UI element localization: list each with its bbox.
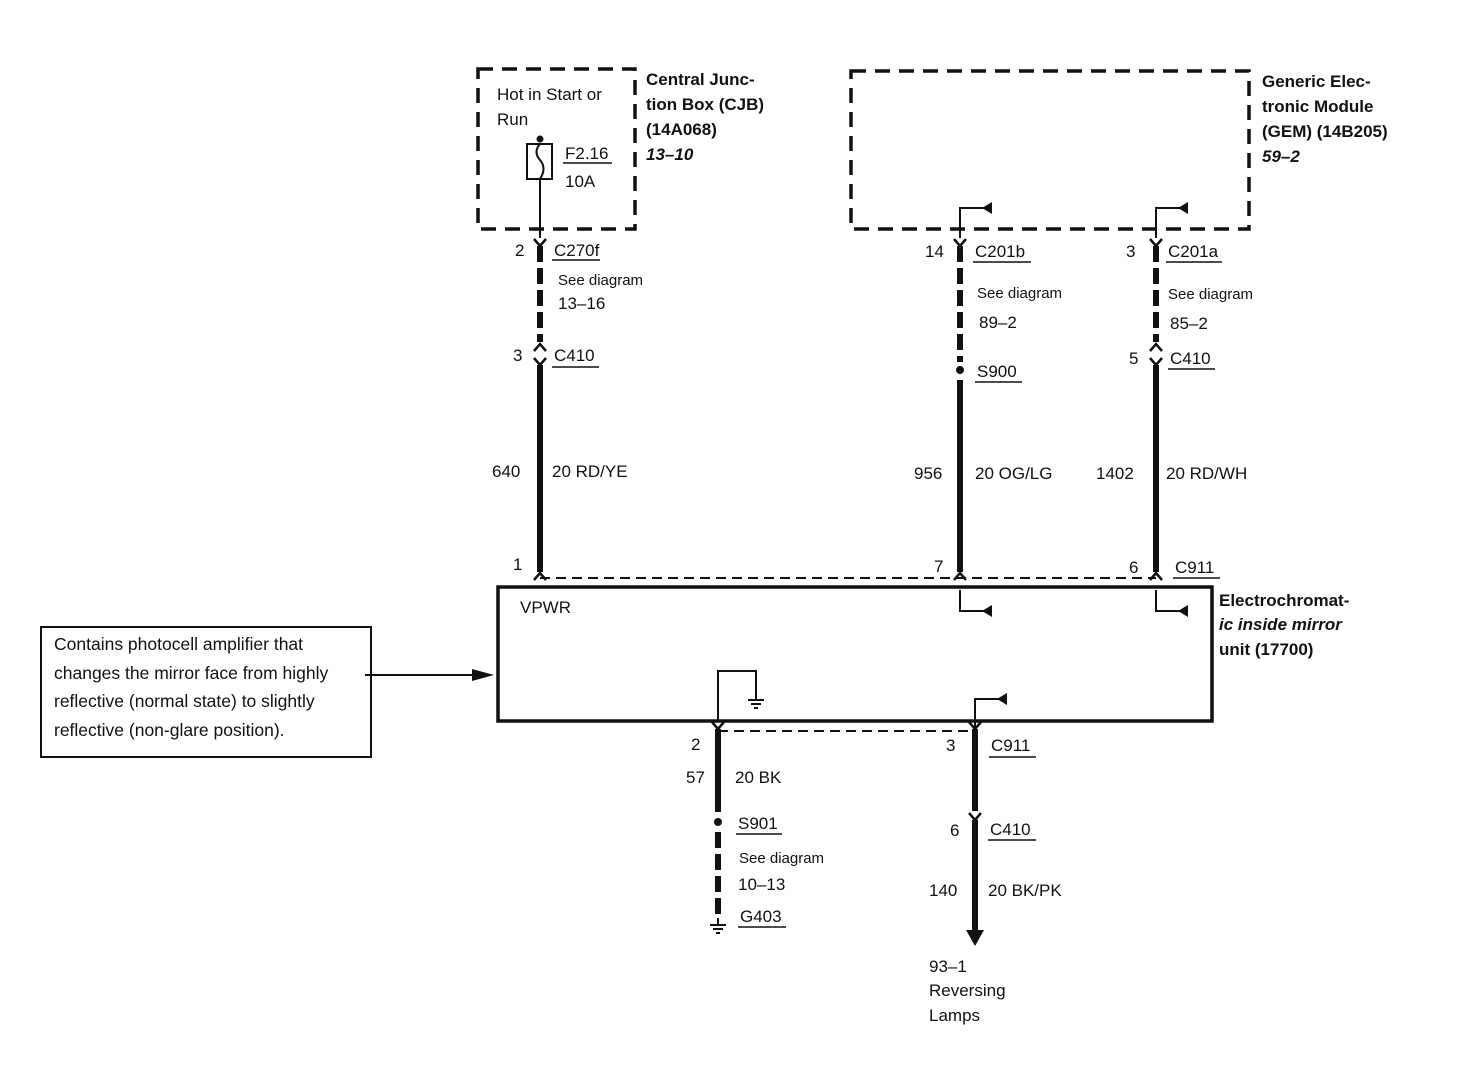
cjb-box [476,67,637,231]
wire-640 [533,179,547,581]
note-box: Contains photocell amplifier that change… [40,626,372,758]
pin-number: 6 [950,821,959,840]
pin-number: 14 [925,242,944,261]
destination-ref: 93–1 [929,957,967,976]
note-arrowhead [472,669,494,681]
see-diagram-ref: 10–13 [738,875,785,894]
wire-57 [711,721,725,918]
destination-label: Lamps [929,1006,980,1025]
pin-number: 7 [934,557,943,576]
gem-box [849,69,1251,231]
see-diagram-label: See diagram [739,850,824,867]
fuse-icon [526,135,553,180]
circuit-number: 956 [914,464,942,483]
pin-number: 2 [691,735,700,754]
connector-label: C201a [1168,242,1219,261]
connector-label: C201b [975,242,1025,261]
pin-number: 1 [513,555,522,574]
see-diagram-ref: 85–2 [1170,314,1208,333]
wire-gauge-color: 20 RD/WH [1166,464,1247,483]
gem-ref: 59–2 [1262,147,1300,166]
gem-part: (GEM) (14B205) [1262,122,1388,141]
see-diagram-label: See diagram [1168,286,1253,303]
splice-label: S901 [738,814,778,833]
wire-gauge-color: 20 BK/PK [988,881,1062,900]
mirror-name: Electrochromat- [1219,591,1349,610]
see-diagram-ref: 13–16 [558,294,605,313]
see-diagram-label: See diagram [977,285,1062,302]
gem-name: tronic Module [1262,97,1373,116]
internal-ground-icon [717,670,764,722]
gem-name: Generic Elec- [1262,72,1371,91]
mirror-unit-box [496,585,1214,723]
circuit-number: 1402 [1096,464,1134,483]
splice-label: S900 [977,362,1017,381]
wire-1402 [1149,202,1188,617]
pin-number: 3 [513,346,522,365]
cjb-hot-label: Hot in Start or [497,85,602,104]
ground-label: G403 [740,907,782,926]
cjb-name: Central Junc- [646,70,755,89]
pin-number: 3 [1126,242,1135,261]
mirror-name: unit (17700) [1219,640,1313,659]
wire-gauge-color: 20 RD/YE [552,462,628,481]
fuse-rating: 10A [565,172,596,191]
see-diagram-ref: 89–2 [979,313,1017,332]
see-diagram-label: See diagram [558,272,643,289]
mirror-name: ic inside mirror [1219,615,1343,634]
connector-label: C911 [1175,558,1214,577]
connector-label: C270f [554,241,600,260]
ground-icon [710,918,726,934]
fuse-id: F2.16 [565,144,608,163]
wire-140 [966,693,1007,946]
connector-label: C410 [1170,349,1211,368]
pin-number: 2 [515,241,524,260]
wire-956 [953,202,992,617]
pin-number: 5 [1129,349,1138,368]
connector-label: C410 [554,346,595,365]
wire-gauge-color: 20 OG/LG [975,464,1052,483]
pin-number: 3 [946,736,955,755]
circuit-number: 57 [686,768,705,787]
connector-label: C410 [990,820,1031,839]
pin-number: 6 [1129,558,1138,577]
destination-label: Reversing [929,981,1006,1000]
wire-gauge-color: 20 BK [735,768,782,787]
cjb-hot-label: Run [497,110,528,129]
note-text: Contains photocell amplifier that change… [54,634,329,740]
cjb-part: (14A068) [646,120,717,139]
connector-label: C911 [991,736,1030,755]
circuit-number: 640 [492,462,520,481]
vpwr-label: VPWR [520,598,571,617]
circuit-number: 140 [929,881,957,900]
cjb-ref: 13–10 [646,145,694,164]
cjb-name: tion Box (CJB) [646,95,764,114]
